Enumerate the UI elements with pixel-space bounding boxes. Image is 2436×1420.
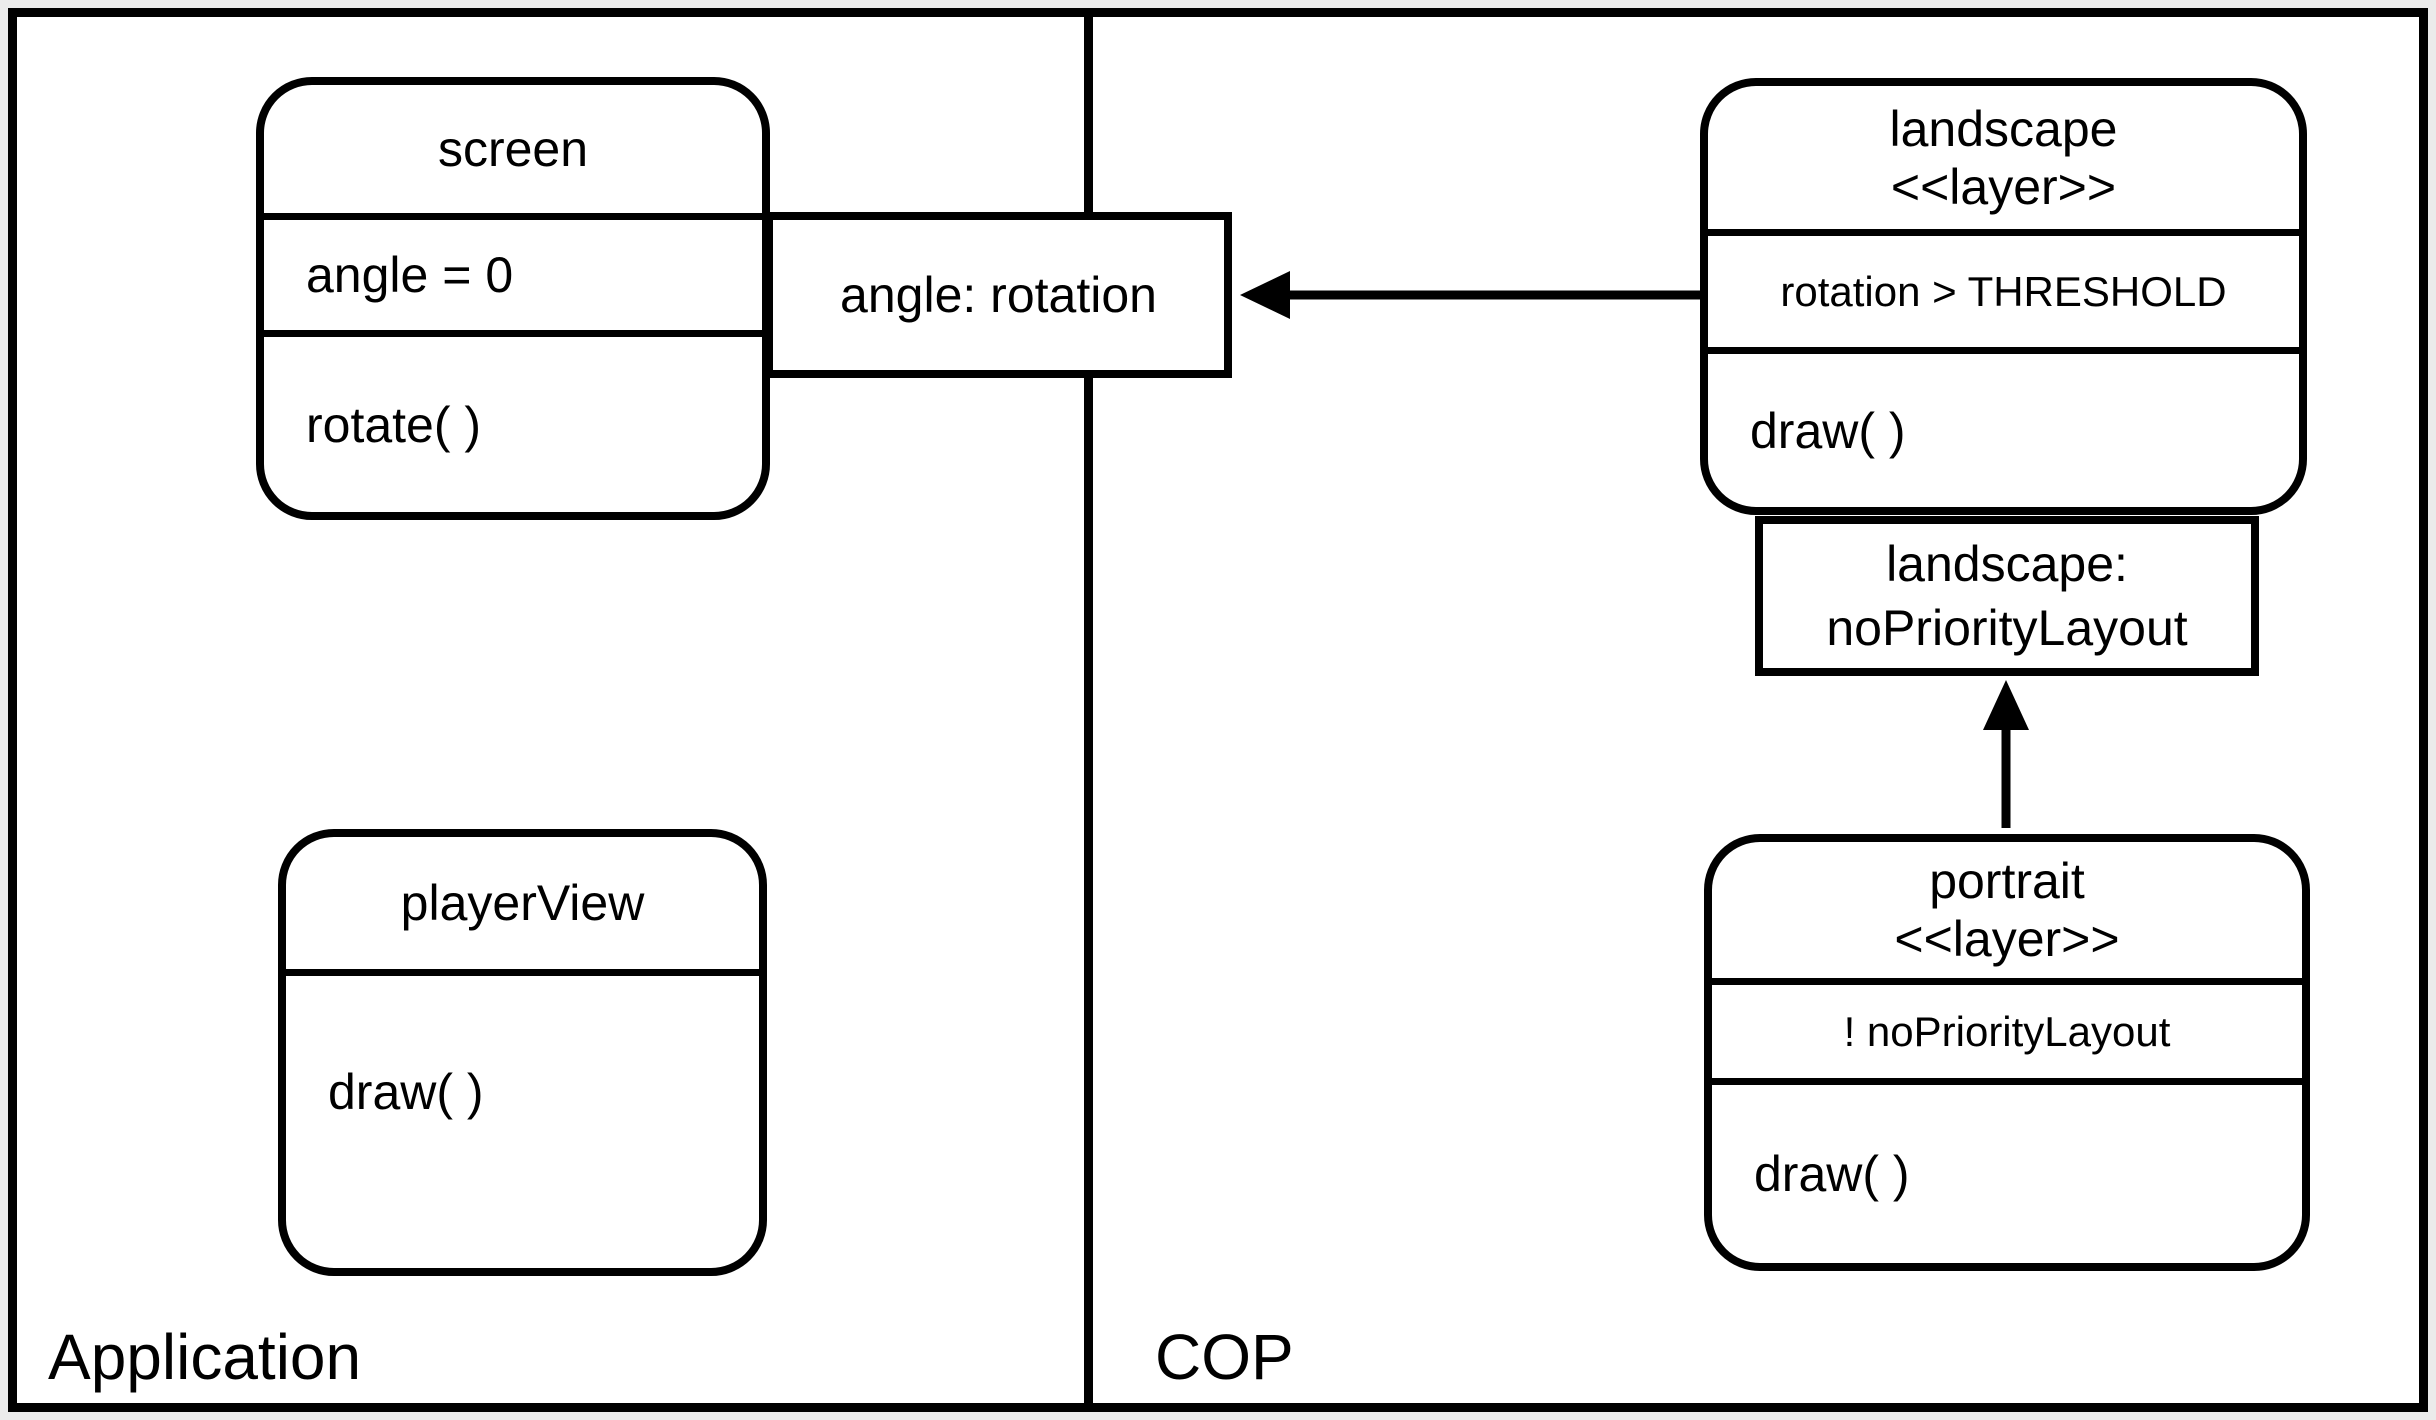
screen-attribute: angle = 0 bbox=[306, 247, 514, 303]
landscape-title: landscape bbox=[1889, 100, 2118, 157]
landscape-divider-2 bbox=[1708, 347, 2299, 354]
panel-divider-line bbox=[1084, 8, 1093, 1412]
screen-divider-1 bbox=[264, 213, 762, 220]
playerview-title-section: playerView bbox=[286, 837, 759, 969]
screen-title-section: screen bbox=[264, 85, 762, 213]
panel-label-application: Application bbox=[48, 1321, 362, 1393]
note-angle-rotation: angle: rotation bbox=[765, 212, 1232, 378]
portrait-guard-section: ! noPriorityLayout bbox=[1712, 985, 2302, 1078]
class-box-screen: screen angle = 0 rotate( ) bbox=[256, 77, 770, 520]
portrait-method-section: draw( ) bbox=[1712, 1085, 2302, 1263]
portrait-divider-1 bbox=[1712, 978, 2302, 985]
note-landscape-binding-line1: landscape: bbox=[1886, 536, 2128, 592]
screen-divider-2 bbox=[264, 330, 762, 337]
class-box-landscape: landscape <<layer>> rotation > THRESHOLD… bbox=[1700, 78, 2307, 515]
portrait-title: portrait bbox=[1929, 853, 2085, 909]
portrait-divider-2 bbox=[1712, 1078, 2302, 1085]
class-box-portrait: portrait <<layer>> ! noPriorityLayout dr… bbox=[1704, 834, 2310, 1271]
landscape-guard: rotation > THRESHOLD bbox=[1780, 267, 2227, 315]
panel-label-cop: COP bbox=[1155, 1321, 1294, 1393]
note-angle-rotation-text: angle: rotation bbox=[840, 267, 1157, 323]
screen-title: screen bbox=[437, 121, 589, 177]
note-landscape-binding: landscape: noPriorityLayout bbox=[1755, 516, 2259, 676]
landscape-stereotype: <<layer>> bbox=[1890, 158, 2117, 215]
portrait-method: draw( ) bbox=[1754, 1146, 1910, 1202]
screen-attribute-section: angle = 0 bbox=[264, 220, 762, 330]
playerview-title: playerView bbox=[400, 875, 645, 931]
landscape-divider-1 bbox=[1708, 229, 2299, 236]
portrait-stereotype: <<layer>> bbox=[1894, 911, 2120, 967]
landscape-method: draw( ) bbox=[1750, 402, 1906, 459]
portrait-title-section: portrait <<layer>> bbox=[1712, 842, 2302, 978]
landscape-method-section: draw( ) bbox=[1708, 354, 2299, 507]
note-landscape-binding-line2: noPriorityLayout bbox=[1826, 600, 2188, 656]
screen-method-section: rotate( ) bbox=[264, 337, 762, 512]
playerview-method-section: draw( ) bbox=[286, 976, 759, 1268]
screen-method: rotate( ) bbox=[306, 396, 482, 453]
class-box-playerview: playerView draw( ) bbox=[278, 829, 767, 1276]
playerview-divider bbox=[286, 969, 759, 976]
landscape-title-section: landscape <<layer>> bbox=[1708, 86, 2299, 229]
portrait-guard: ! noPriorityLayout bbox=[1843, 1007, 2171, 1055]
landscape-guard-section: rotation > THRESHOLD bbox=[1708, 236, 2299, 347]
playerview-method: draw( ) bbox=[328, 1064, 484, 1120]
